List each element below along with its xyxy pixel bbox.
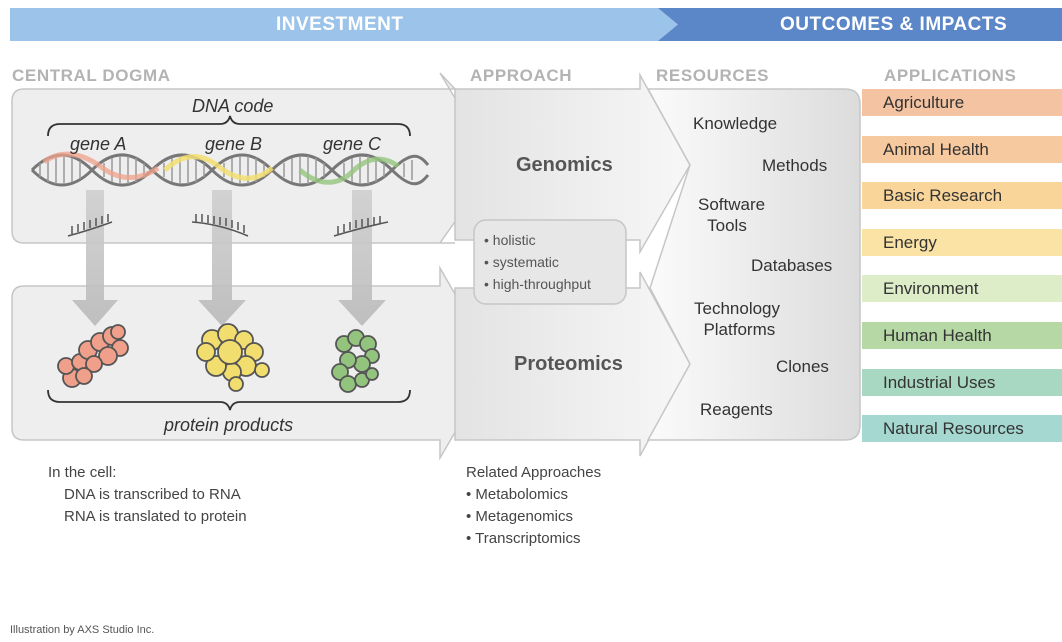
application-label: Animal Health — [883, 140, 989, 159]
application-label: Industrial Uses — [883, 373, 996, 392]
application-bar — [862, 275, 1062, 302]
application-label: Environment — [883, 279, 979, 298]
protein-b — [196, 323, 270, 392]
gene-b-label: gene B — [205, 134, 263, 154]
rna-strands — [67, 214, 389, 237]
banner — [10, 8, 1062, 41]
applications-heading: APPLICATIONS — [884, 66, 1017, 85]
in-the-cell-note: In the cell: DNA is transcribed to RNA R… — [48, 462, 247, 528]
resource-technology-platforms: Technology Platforms — [694, 299, 781, 339]
related-approach-item: • Transcriptomics — [466, 530, 581, 547]
characteristic-item: • high-throughput — [484, 276, 591, 292]
characteristic-item: • systematic — [484, 254, 559, 270]
application-bars — [862, 89, 1062, 442]
application-bar — [862, 369, 1062, 396]
dna-code-brace — [47, 115, 411, 137]
approach-heading: APPROACH — [470, 66, 573, 85]
outcomes-banner-label: OUTCOMES & IMPACTS — [780, 14, 1008, 35]
central-dogma-heading: CENTRAL DOGMA — [12, 66, 171, 85]
protein-c — [331, 329, 380, 393]
gene-c-label: gene C — [323, 134, 382, 154]
application-bar — [862, 136, 1062, 163]
resource-clones: Clones — [776, 357, 829, 376]
application-label: Natural Resources — [883, 419, 1024, 438]
resource-methods: Methods — [762, 156, 828, 175]
investment-banner-label: INVESTMENT — [276, 14, 404, 35]
gene-a-label: gene A — [70, 134, 127, 154]
proteomics-label: Proteomics — [514, 353, 623, 375]
resource-knowledge: Knowledge — [693, 114, 778, 133]
application-bar — [862, 229, 1062, 256]
related-approaches-note: Related Approaches • Metabolomics • Meta… — [466, 462, 601, 550]
approach-characteristics-box — [473, 219, 627, 305]
related-approaches-title: Related Approaches — [466, 464, 602, 481]
in-the-cell-line: DNA is transcribed to RNA — [64, 486, 241, 503]
in-the-cell-line: RNA is translated to protein — [64, 508, 247, 525]
application-bar — [862, 89, 1062, 116]
related-approach-item: • Metabolomics — [466, 486, 568, 503]
illustration-credit: Illustration by AXS Studio Inc. — [10, 624, 155, 636]
application-bar — [862, 322, 1062, 349]
related-approach-item: • Metagenomics — [466, 508, 573, 525]
protein-brace — [47, 389, 411, 411]
application-label: Human Health — [883, 326, 992, 345]
dna-code-label: DNA code — [192, 96, 274, 116]
investment-banner-bg — [10, 8, 680, 41]
protein-a — [57, 324, 129, 388]
transcription-arrows — [72, 190, 386, 326]
application-bar — [862, 182, 1062, 209]
application-bar — [862, 415, 1062, 442]
characteristic-item: • holistic — [484, 232, 536, 248]
characteristics-list: • holistic • systematic • high-throughpu… — [484, 229, 591, 295]
resource-reagents: Reagents — [700, 400, 773, 419]
application-label: Energy — [883, 233, 937, 252]
application-label: Basic Research — [883, 186, 1003, 205]
genomics-label: Genomics — [516, 154, 613, 176]
application-label: Agriculture — [883, 93, 965, 112]
protein-products-label: protein products — [164, 415, 294, 435]
dna-helix — [30, 151, 430, 187]
resources-panel — [646, 88, 861, 441]
resource-databases: Databases — [751, 256, 833, 275]
in-the-cell-title: In the cell: — [48, 464, 117, 481]
resources-heading: RESOURCES — [656, 66, 770, 85]
outcomes-banner-bg — [658, 8, 1062, 41]
resource-software-tools: Software Tools — [698, 195, 766, 235]
